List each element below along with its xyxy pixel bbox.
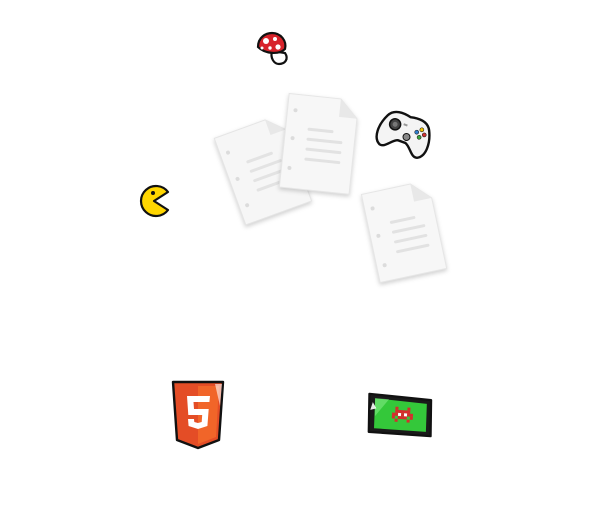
space-invader-handheld-icon[interactable] xyxy=(364,390,436,440)
gamepad-icon[interactable] xyxy=(374,108,434,162)
html5-badge-icon[interactable] xyxy=(170,380,226,450)
pacman-icon[interactable] xyxy=(137,184,171,218)
document-icon[interactable] xyxy=(276,92,364,197)
mushroom-icon[interactable] xyxy=(255,31,291,67)
document-icon[interactable] xyxy=(358,180,454,284)
